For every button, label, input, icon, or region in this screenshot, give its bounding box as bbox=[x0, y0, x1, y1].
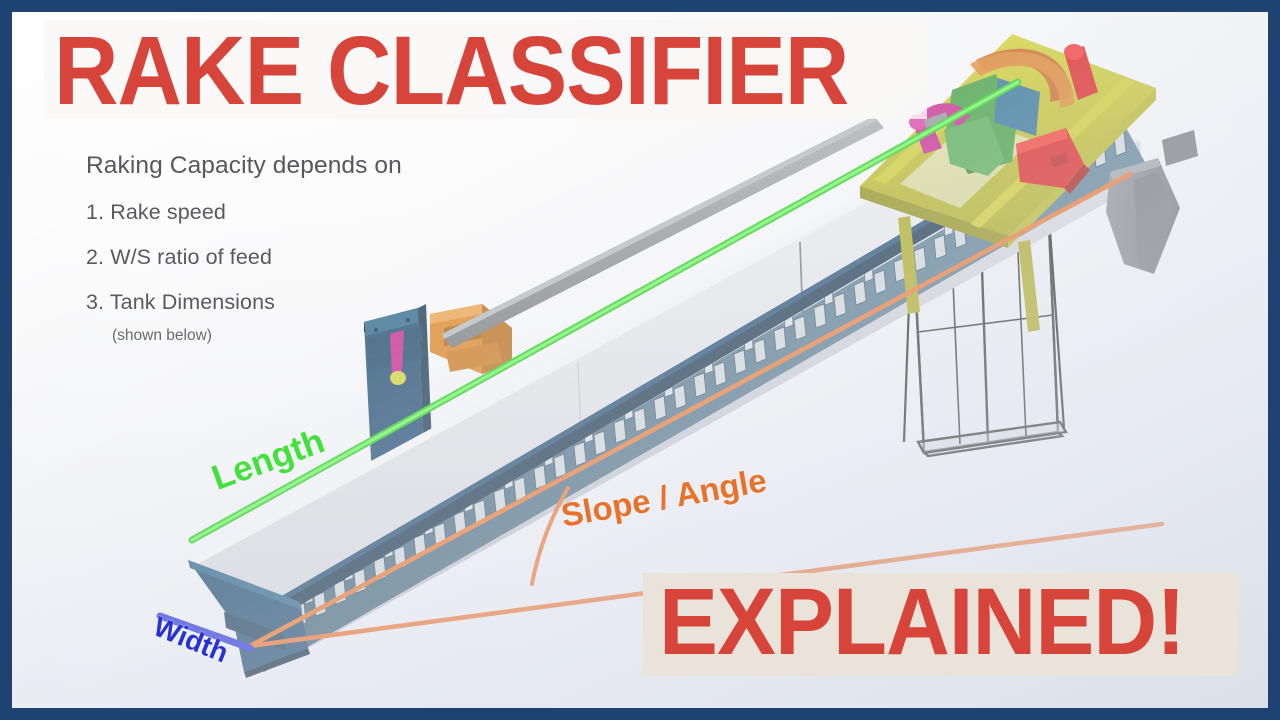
illustration-canvas: RAKE CLASSIFIER Raking Capacity depends … bbox=[12, 12, 1268, 708]
length-dimension-line bbox=[188, 78, 1022, 544]
page-title: RAKE CLASSIFIER bbox=[54, 16, 849, 125]
lift-rod bbox=[442, 116, 884, 348]
capacity-factors-heading: Raking Capacity depends on bbox=[86, 152, 402, 179]
discharge-chute bbox=[1106, 130, 1198, 274]
width-dimension-line bbox=[156, 612, 254, 652]
rake-classifier-illustration bbox=[156, 34, 1198, 678]
explained-text: EXPLAINED! bbox=[658, 569, 1186, 675]
capacity-factor-2: 2. W/S ratio of feed bbox=[86, 245, 273, 269]
capacity-factor-3: 3. Tank Dimensions bbox=[86, 290, 276, 314]
title-banner: RAKE CLASSIFIER bbox=[44, 16, 928, 125]
capacity-factors-note: (shown below) bbox=[112, 327, 212, 344]
explained-banner: EXPLAINED! bbox=[642, 569, 1238, 676]
capacity-factors-block: Raking Capacity depends on 1. Rake speed… bbox=[86, 152, 402, 345]
capacity-factor-1: 1. Rake speed bbox=[86, 200, 226, 224]
